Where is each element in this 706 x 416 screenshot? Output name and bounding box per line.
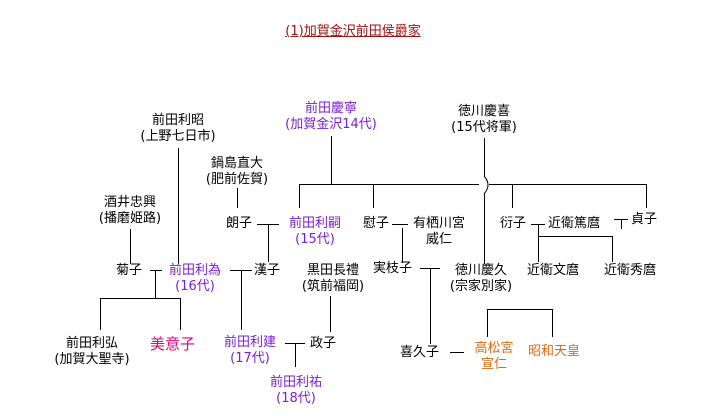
person-atsumaro: 近衛篤麿 xyxy=(548,216,601,231)
person-showa: 昭和天皇 xyxy=(528,344,581,359)
person-toshitatsu: 前田利建 (17代) xyxy=(223,335,277,366)
person-hidemaro: 近衛秀麿 xyxy=(603,263,657,278)
person-toshinari: 前田利為 (16代) xyxy=(168,263,222,294)
person-naohiro: 鍋島直大 (肥前佐賀) xyxy=(205,156,269,187)
person-akiko: 朗子 xyxy=(226,216,253,231)
person-miiko: 美意子 xyxy=(150,335,196,353)
person-toshitsugu: 前田利嗣 (15代) xyxy=(288,216,342,247)
person-ikuko: 慰子 xyxy=(363,216,390,231)
person-toshihiro: 前田利弘 (加賀大聖寺) xyxy=(54,336,130,367)
person-yoshiyasu: 前田慶寧 (加賀金沢14代) xyxy=(285,101,377,132)
person-sadako: 貞子 xyxy=(631,212,658,227)
person-toshihiro2: 前田利祐 (18代) xyxy=(269,375,323,406)
person-itoko: 衍子 xyxy=(500,216,527,231)
person-takamatsu: 高松宮 宣仁 xyxy=(474,341,514,372)
person-tadaoki: 酒井忠興 (播磨姫路) xyxy=(98,195,162,226)
person-kikuko2: 喜久子 xyxy=(400,345,440,360)
person-yoshihisa: 徳川慶久 (宗家別家) xyxy=(449,263,513,294)
person-arisugawa: 有栖川宮 威仁 xyxy=(412,216,466,247)
person-toshiaki: 前田利昭 (上野七日市) xyxy=(140,113,216,144)
person-nagashige: 黒田長禮 (筑前福岡) xyxy=(301,263,365,294)
person-masako: 政子 xyxy=(310,336,337,351)
person-saneko: 実枝子 xyxy=(373,261,413,276)
person-kikuko: 菊子 xyxy=(116,263,143,278)
person-fumimaro: 近衛文麿 xyxy=(526,263,580,278)
person-yoshinobu: 徳川慶喜 (15代将軍) xyxy=(451,104,517,135)
person-kiyoko: 漢子 xyxy=(254,263,281,278)
diagram-title: (1)加賀金沢前田侯爵家 xyxy=(285,24,421,39)
